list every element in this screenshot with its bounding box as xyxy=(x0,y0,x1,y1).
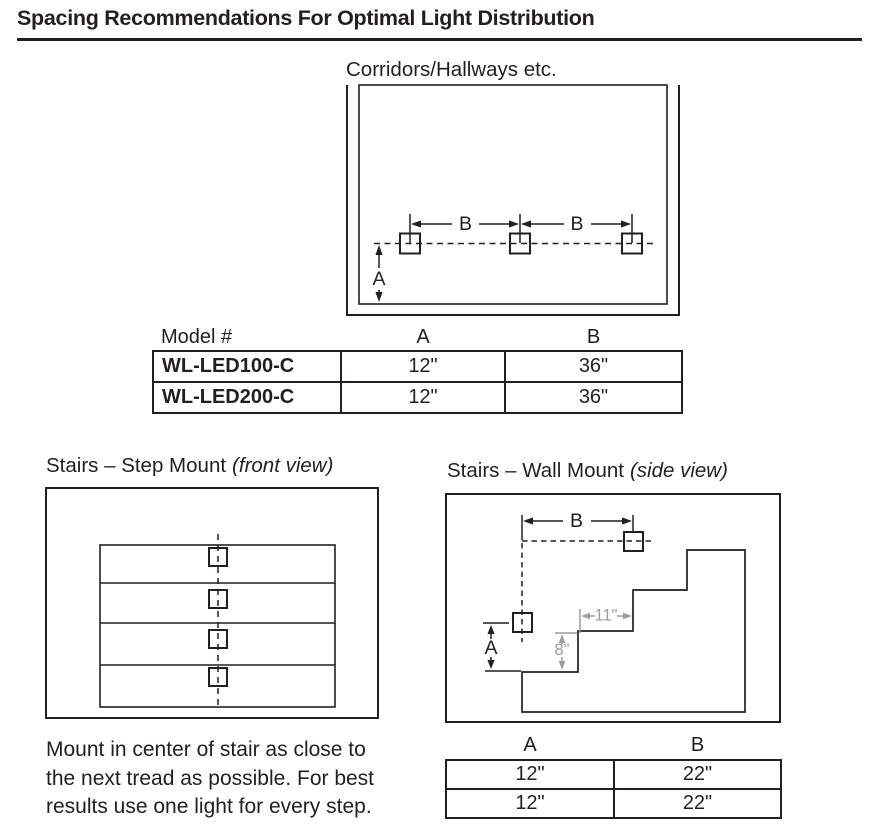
table-row: WL-LED200-C 12" 36" xyxy=(152,381,683,414)
title-divider xyxy=(17,38,862,41)
corridor-outer-wall xyxy=(346,85,680,316)
wall-mount-heading: Stairs – Wall Mount(side view) xyxy=(447,459,728,483)
table-header-row: A B xyxy=(446,731,781,760)
wall-mount-spacing-table: A B 12" 22" 12" 22" xyxy=(445,731,782,819)
wall-mount-heading-text: Stairs – Wall Mount xyxy=(447,459,624,482)
dimension-b2-label: B xyxy=(570,213,583,235)
dimension-riser-label: 8" xyxy=(554,641,569,659)
model-cell: WL-LED200-C xyxy=(152,381,342,414)
corridor-diagram: B B A xyxy=(346,84,680,316)
corridor-inner-wall xyxy=(358,84,668,305)
note-line: Mount in center of stair as close to xyxy=(46,738,366,761)
note-line: results use one light for every step. xyxy=(46,795,372,818)
dimension-b2: B xyxy=(521,213,631,235)
value-b-cell: 22" xyxy=(613,759,782,790)
dimension-a-label: A xyxy=(372,268,385,290)
table-row: 12" 22" xyxy=(445,759,782,790)
dimension-a: A xyxy=(483,622,521,672)
page-title: Spacing Recommendations For Optimal Ligh… xyxy=(17,6,595,30)
dimension-tread-depth: 11" xyxy=(579,607,632,633)
table-row: WL-LED100-C 12" 36" xyxy=(152,350,683,383)
wall-mount-frame xyxy=(445,493,781,723)
dimension-b1-label: B xyxy=(459,213,472,235)
value-a-cell: 12" xyxy=(340,350,506,383)
step-mount-frame xyxy=(45,487,379,719)
dimension-b-label: B xyxy=(570,510,583,532)
column-header-a: A xyxy=(523,733,537,756)
value-a-cell: 12" xyxy=(340,381,506,414)
step-mount-heading-text: Stairs – Step Mount xyxy=(46,454,227,477)
step-mount-heading: Stairs – Step Mount(front view) xyxy=(46,454,333,478)
dimension-a-label: A xyxy=(484,637,497,659)
value-a-cell: 12" xyxy=(445,759,615,790)
wall-mount-diagram: B A 11" 8" xyxy=(445,493,781,723)
column-header-model: Model # xyxy=(161,326,233,348)
column-header-a: A xyxy=(416,326,430,348)
value-a-cell: 12" xyxy=(445,788,615,819)
corridor-spacing-table: Model # A B WL-LED100-C 12" 36" WL-LED20… xyxy=(152,325,683,414)
model-cell: WL-LED100-C xyxy=(152,350,342,383)
step-mount-diagram xyxy=(45,487,379,719)
step-mount-heading-view: (front view) xyxy=(232,454,334,477)
corridor-heading: Corridors/Hallways etc. xyxy=(346,58,557,81)
value-b-cell: 36" xyxy=(504,350,683,383)
table-row: 12" 22" xyxy=(445,788,782,819)
dimension-a: A xyxy=(372,245,386,302)
stairs-side-profile xyxy=(521,549,746,713)
wall-mount-heading-view: (side view) xyxy=(629,459,728,482)
table-header-row: Model # A B xyxy=(153,325,682,351)
dimension-b1: B xyxy=(411,213,519,235)
column-header-b: B xyxy=(690,733,705,756)
column-header-b: B xyxy=(586,326,601,348)
dimension-b: B xyxy=(521,510,634,540)
dimension-ticks xyxy=(409,214,633,243)
note-line: the next tread as possible. For best xyxy=(46,766,375,790)
value-b-cell: 22" xyxy=(613,788,782,819)
dimension-riser-height: 8" xyxy=(554,632,577,670)
dimension-tread-label: 11" xyxy=(595,607,618,625)
value-b-cell: 36" xyxy=(504,381,683,414)
mounting-note: Mount in center of stair as close to the… xyxy=(46,736,374,822)
